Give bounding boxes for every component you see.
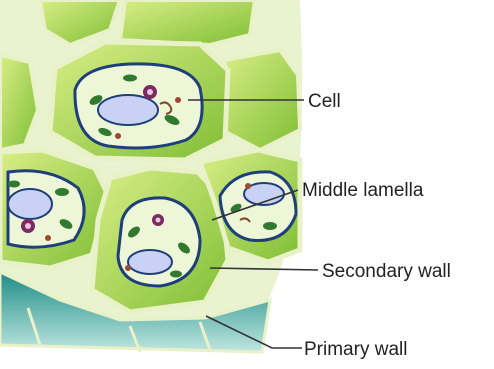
cell-central: [50, 42, 228, 160]
label-cell: Cell: [308, 91, 341, 112]
cell-left-middle: [0, 150, 108, 268]
label-middle-lamella: Middle lamella: [302, 180, 424, 201]
cell-top-right: [120, 0, 255, 45]
label-secondary-wall: Secondary wall: [322, 261, 451, 282]
label-primary-wall: Primary wall: [304, 339, 407, 360]
